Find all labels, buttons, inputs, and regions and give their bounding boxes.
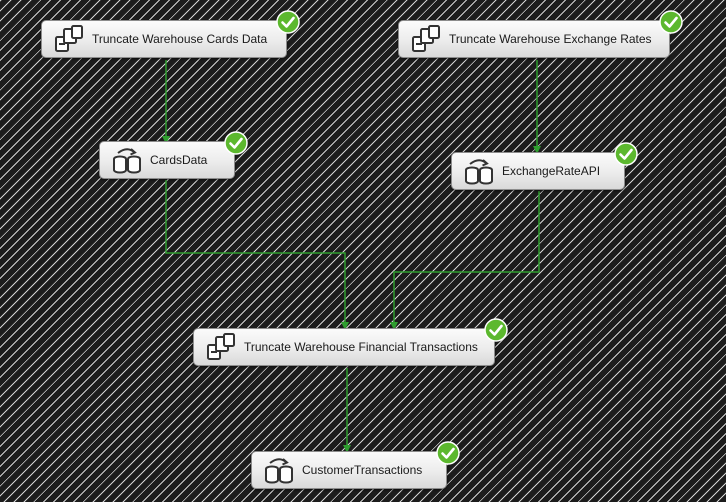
success-check-icon (436, 441, 460, 465)
task-truncate-warehouse-financial-transactions[interactable]: Truncate Warehouse Financial Transaction… (193, 318, 508, 366)
task-truncate-warehouse-cards-data[interactable]: Truncate Warehouse Cards Data (41, 10, 300, 58)
task-label: ExchangeRateAPI (502, 164, 601, 178)
constraint-exchangerateapi-to-truncate-financial[interactable] (390, 191, 540, 330)
data-flow-icon (262, 455, 296, 485)
task-exchangerateapi[interactable]: ExchangeRateAPI (451, 142, 638, 190)
success-check-icon (484, 318, 508, 342)
sql-task-icon (52, 24, 86, 54)
task-label: Truncate Warehouse Financial Transaction… (244, 340, 478, 354)
sql-task-icon (409, 24, 443, 54)
task-label: Truncate Warehouse Exchange Rates (449, 32, 652, 46)
task-label: Truncate Warehouse Cards Data (92, 32, 268, 46)
success-check-icon (224, 131, 248, 155)
task-label: CustomerTransactions (302, 463, 423, 477)
task-cardsdata[interactable]: CardsData (99, 131, 248, 179)
data-flow-icon (110, 145, 144, 175)
success-check-icon (659, 10, 683, 34)
sql-task-icon (204, 332, 238, 362)
success-check-icon (614, 142, 638, 166)
task-label: CardsData (150, 153, 208, 167)
data-flow-icon (462, 156, 496, 186)
task-customertransactions[interactable]: CustomerTransactions (251, 441, 460, 489)
success-check-icon (276, 10, 300, 34)
constraint-cardsdata-to-truncate-financial[interactable] (165, 180, 349, 330)
task-truncate-warehouse-exchange-rates[interactable]: Truncate Warehouse Exchange Rates (398, 10, 683, 58)
